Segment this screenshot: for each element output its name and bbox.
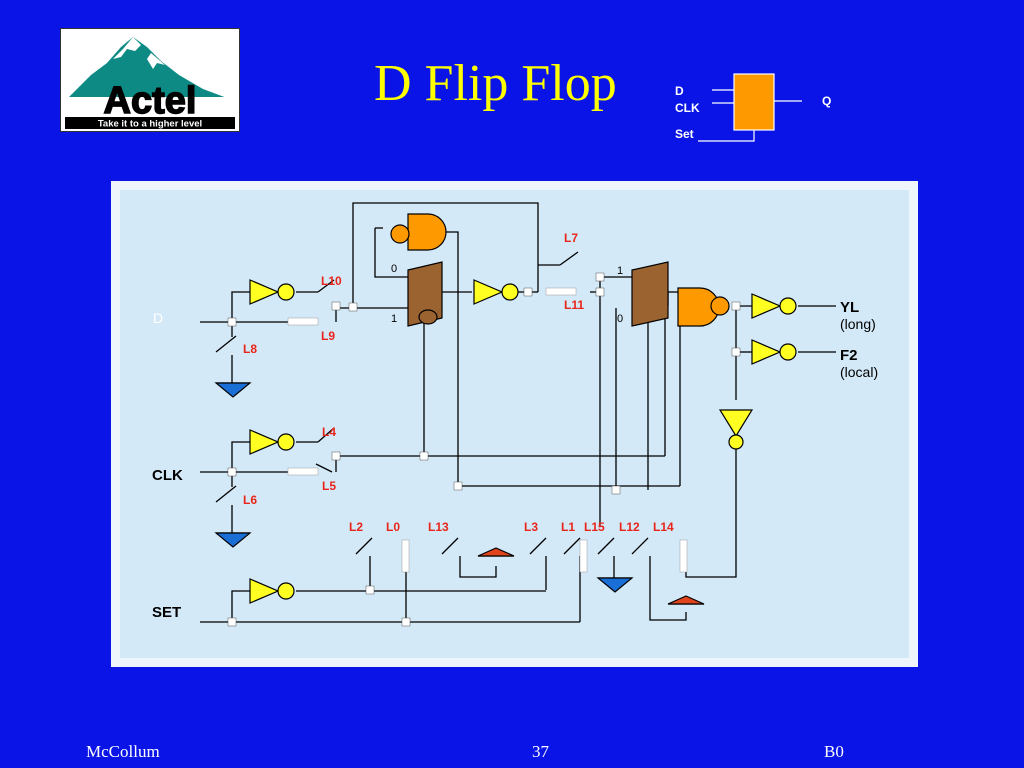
link-label-l10: L10: [321, 274, 342, 288]
power-symbol-left: [477, 547, 515, 557]
buffer-mux1-out: [473, 279, 519, 305]
output-yl-sub: (long): [840, 316, 876, 332]
link-label-l13: L13: [428, 520, 449, 534]
actel-logo-graphic: Actel Take it to a higher level: [65, 37, 235, 130]
link-label-l8: L8: [243, 342, 257, 356]
schematic-panel: D CLK SET YL (long) F2 (local) 0 1 1 0 L…: [111, 181, 918, 667]
buffer-clk-upper: [249, 429, 295, 455]
output-f2-sub: (local): [840, 364, 878, 380]
link-label-l1: L1: [561, 520, 575, 534]
logo-brand-text: Actel: [104, 80, 197, 122]
junction-dots: [227, 272, 741, 627]
mux1-input1-label: 1: [391, 313, 397, 325]
actel-logo: Actel Take it to a higher level: [60, 28, 240, 132]
slide-title: D Flip Flop: [374, 55, 617, 112]
nand-gate-top: [390, 213, 447, 251]
multiplexers: [407, 261, 669, 327]
flip-flop-symbol: D CLK Set Q: [675, 73, 831, 142]
ground-symbol-clk: [214, 532, 252, 548]
power-symbol-right: [667, 595, 705, 605]
signal-clk-label: CLK: [152, 467, 183, 484]
schematic-labels: D CLK SET YL (long) F2 (local) 0 1 1 0 L…: [152, 231, 878, 621]
link-label-l2: L2: [349, 520, 363, 534]
link-label-l15: L15: [584, 520, 605, 534]
output-yl-label: YL: [840, 299, 859, 316]
mux-1: [407, 261, 443, 327]
footer-author: McCollum: [86, 742, 160, 761]
symbol-set-label: Set: [675, 127, 694, 141]
nand-gate-output: [677, 287, 730, 327]
signal-d-label: D: [153, 310, 163, 326]
supply-symbols: [214, 382, 705, 605]
buffer-set: [249, 578, 295, 604]
footer-code: B0: [824, 742, 844, 761]
link-label-l0: L0: [386, 520, 400, 534]
nand-gates: [390, 213, 730, 327]
link-label-l3: L3: [524, 520, 538, 534]
mux2-input0-label: 0: [617, 313, 623, 325]
closed-links: [287, 287, 688, 573]
link-label-l7: L7: [564, 231, 578, 245]
footer-page-number: 37: [532, 742, 549, 761]
mux-2: [631, 261, 669, 327]
link-labels: L10 L9 L8 L7 L11 L4 L5 L6 L2 L0 L13 L3 L…: [243, 231, 674, 534]
symbol-clk-label: CLK: [675, 101, 700, 115]
mux2-input1-label: 1: [617, 265, 623, 277]
link-switches: [215, 251, 649, 555]
link-label-l6: L6: [243, 493, 257, 507]
buffer-group: [249, 279, 797, 604]
link-label-l4: L4: [322, 425, 336, 439]
link-label-l5: L5: [322, 479, 336, 493]
output-f2-label: F2: [840, 347, 858, 364]
buffer-yl: [751, 293, 797, 319]
symbol-q-label: Q: [822, 94, 831, 108]
link-label-l9: L9: [321, 329, 335, 343]
flip-flop-box: [733, 73, 775, 131]
link-label-l14: L14: [653, 520, 674, 534]
logo-tagline: Take it to a higher level: [98, 119, 202, 130]
buffer-d-upper: [249, 279, 295, 305]
link-label-l11: L11: [564, 298, 584, 312]
buffer-feedback-down: [718, 409, 754, 450]
mux1-input0-label: 0: [391, 263, 397, 275]
ground-symbol-d: [214, 382, 252, 398]
signal-set-label: SET: [152, 604, 181, 621]
buffer-f2: [751, 339, 797, 365]
ground-symbol-bottom: [596, 577, 634, 593]
link-label-l12: L12: [619, 520, 640, 534]
symbol-d-label: D: [675, 84, 684, 98]
